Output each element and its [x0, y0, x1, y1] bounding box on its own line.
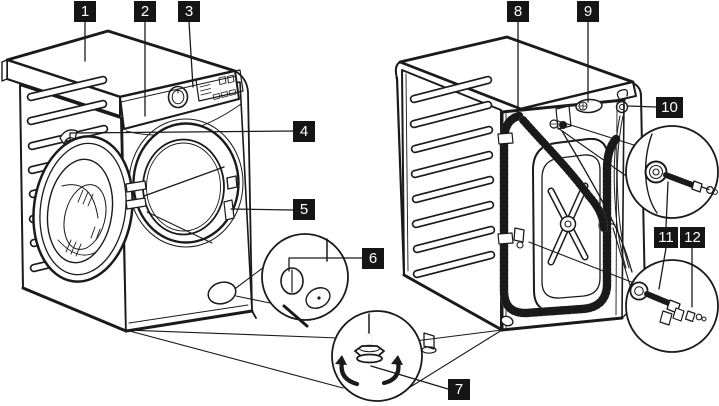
- display-panel: [195, 69, 244, 102]
- inlet-hose: [613, 115, 627, 269]
- door-hinge: [125, 180, 147, 193]
- callout-3: 3: [178, 1, 200, 22]
- callout-10: 10: [656, 97, 683, 118]
- callout-8: 8: [507, 1, 529, 22]
- callout-5: 5: [293, 199, 315, 220]
- door-latch: [226, 175, 238, 190]
- drain-hose: [497, 111, 621, 327]
- drum-opening: [128, 118, 244, 248]
- rotate-arrow: [339, 359, 360, 387]
- drain-filter-cover: [207, 281, 237, 305]
- control-panel: [119, 69, 244, 136]
- power-cord: [561, 130, 633, 273]
- transport-bolt-head: [549, 119, 559, 129]
- hose-clip: [497, 232, 514, 245]
- drain-filter-detail-circle: [261, 233, 349, 328]
- callout-9: 9: [577, 1, 599, 22]
- door-hinge: [125, 197, 147, 210]
- hose-clip: [497, 132, 514, 145]
- detail-pointer-wedges: [125, 120, 641, 390]
- open-door: [32, 129, 147, 283]
- callout-1: 1: [74, 1, 96, 22]
- inlet-valve-detail-circle: [625, 125, 719, 219]
- rear-foot: [423, 332, 435, 350]
- callout-11: 11: [654, 227, 678, 248]
- washer-front-view-illustration: [1, 29, 257, 333]
- adjustable-foot-detail-circle: [331, 310, 423, 402]
- water-inlet-valve: [615, 88, 629, 114]
- rating-plate: [223, 199, 235, 221]
- door-glass: [46, 158, 114, 264]
- callout-4: 4: [293, 121, 315, 142]
- rotate-arrow: [381, 359, 401, 386]
- callout-leader-lines: [69, 21, 693, 390]
- rear-side-vent-slats: [409, 75, 496, 279]
- washer-rear-view-illustration: [394, 35, 646, 354]
- callout-2: 2: [134, 1, 156, 22]
- transport-bolt-parts-detail-circle: [625, 259, 719, 353]
- callout-7: 7: [448, 379, 470, 400]
- callout-12: 12: [680, 227, 705, 248]
- program-knob: [167, 85, 189, 109]
- callout-6: 6: [362, 248, 384, 269]
